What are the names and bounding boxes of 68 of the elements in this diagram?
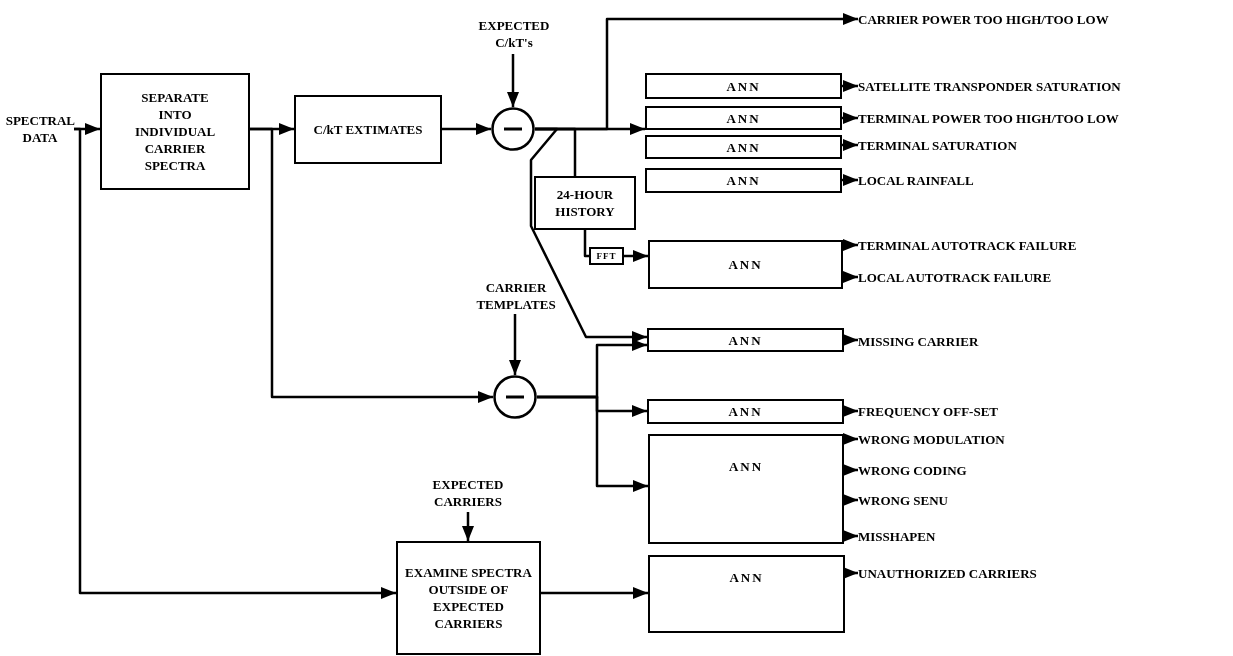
box-label: ANN bbox=[729, 569, 764, 586]
output-label: TERMINAL AUTOTRACK FAILURE bbox=[858, 236, 1077, 254]
output-label: FREQUENCY OFF-SET bbox=[858, 402, 998, 420]
process-box bbox=[294, 95, 442, 164]
ann-box bbox=[645, 106, 842, 130]
ann-box bbox=[645, 168, 842, 193]
arrow bbox=[507, 54, 519, 107]
box-label: FFT bbox=[596, 251, 617, 261]
arrow bbox=[843, 433, 858, 445]
output-label: WRONG CODING bbox=[858, 461, 967, 479]
output-label: LOCAL AUTOTRACK FAILURE bbox=[858, 268, 1052, 286]
ann-box bbox=[648, 555, 845, 633]
input-label: SPECTRAL DATA bbox=[5, 112, 75, 146]
process-box bbox=[534, 176, 636, 230]
arrow bbox=[843, 464, 858, 476]
arrow bbox=[442, 123, 491, 135]
fft-box bbox=[589, 247, 624, 265]
box-label: ANN bbox=[728, 458, 764, 475]
process-box bbox=[396, 541, 541, 655]
box-label: ANN bbox=[726, 109, 761, 127]
arrow bbox=[250, 127, 493, 403]
arrow bbox=[462, 512, 474, 541]
ann-box bbox=[647, 328, 844, 352]
output-label: TERMINAL SATURATION bbox=[858, 136, 1017, 154]
ann-box bbox=[645, 135, 842, 159]
arrow bbox=[843, 405, 858, 417]
arrow bbox=[842, 174, 858, 186]
box-label: EXAMINE SPECTRA OUTSIDE OF EXPECTED CARRIERS bbox=[404, 564, 533, 632]
output-label: TERMINAL POWER TOO HIGH/TOO LOW bbox=[858, 109, 1119, 127]
ann-box bbox=[648, 240, 843, 289]
arrow bbox=[624, 250, 648, 262]
arrow bbox=[73, 127, 396, 599]
output-label: MISSHAPEN bbox=[858, 527, 936, 545]
output-label: WRONG MODULATION bbox=[858, 430, 1005, 448]
arrow bbox=[509, 314, 521, 375]
output-label: LOCAL RAINFALL bbox=[858, 171, 974, 189]
arrow bbox=[537, 395, 648, 492]
box-label: 24-HOUR HISTORY bbox=[554, 186, 616, 220]
arrow bbox=[843, 530, 858, 542]
arrow bbox=[843, 334, 858, 346]
arrow bbox=[843, 271, 858, 283]
ann-box bbox=[648, 434, 844, 544]
box-label: C/kT EXTIMATES bbox=[313, 121, 423, 138]
ann-box bbox=[645, 73, 842, 99]
box-label: ANN bbox=[726, 77, 761, 95]
output-label: CARRIER POWER TOO HIGH/TOO LOW bbox=[858, 10, 1109, 28]
input-label: EXPECTED CARRIERS bbox=[431, 476, 505, 510]
process-box bbox=[100, 73, 250, 190]
output-label: WRONG SENU bbox=[858, 491, 948, 509]
arrow bbox=[541, 587, 648, 599]
box-label: ANN bbox=[728, 331, 763, 349]
box-label: ANN bbox=[726, 172, 761, 189]
arrow bbox=[842, 139, 858, 151]
input-label: CARRIER TEMPLATES bbox=[475, 279, 557, 313]
output-label: UNAUTHORIZED CARRIERS bbox=[858, 564, 1037, 582]
box-label: SEPARATE INTO INDIVIDUAL CARRIER SPECTRA bbox=[133, 89, 217, 174]
arrow bbox=[842, 80, 858, 92]
input-label: EXPECTED C/kT's bbox=[477, 17, 551, 51]
output-label: MISSING CARRIER bbox=[858, 332, 979, 350]
box-label: ANN bbox=[728, 256, 763, 273]
ann-box bbox=[647, 399, 844, 424]
box-label: ANN bbox=[728, 403, 763, 420]
box-label: ANN bbox=[726, 138, 761, 156]
arrow bbox=[843, 239, 858, 251]
output-label: SATELLITE TRANSPONDER SATURATION bbox=[858, 77, 1121, 95]
arrow bbox=[843, 494, 858, 506]
arrow bbox=[842, 112, 858, 124]
arrow bbox=[529, 127, 647, 343]
